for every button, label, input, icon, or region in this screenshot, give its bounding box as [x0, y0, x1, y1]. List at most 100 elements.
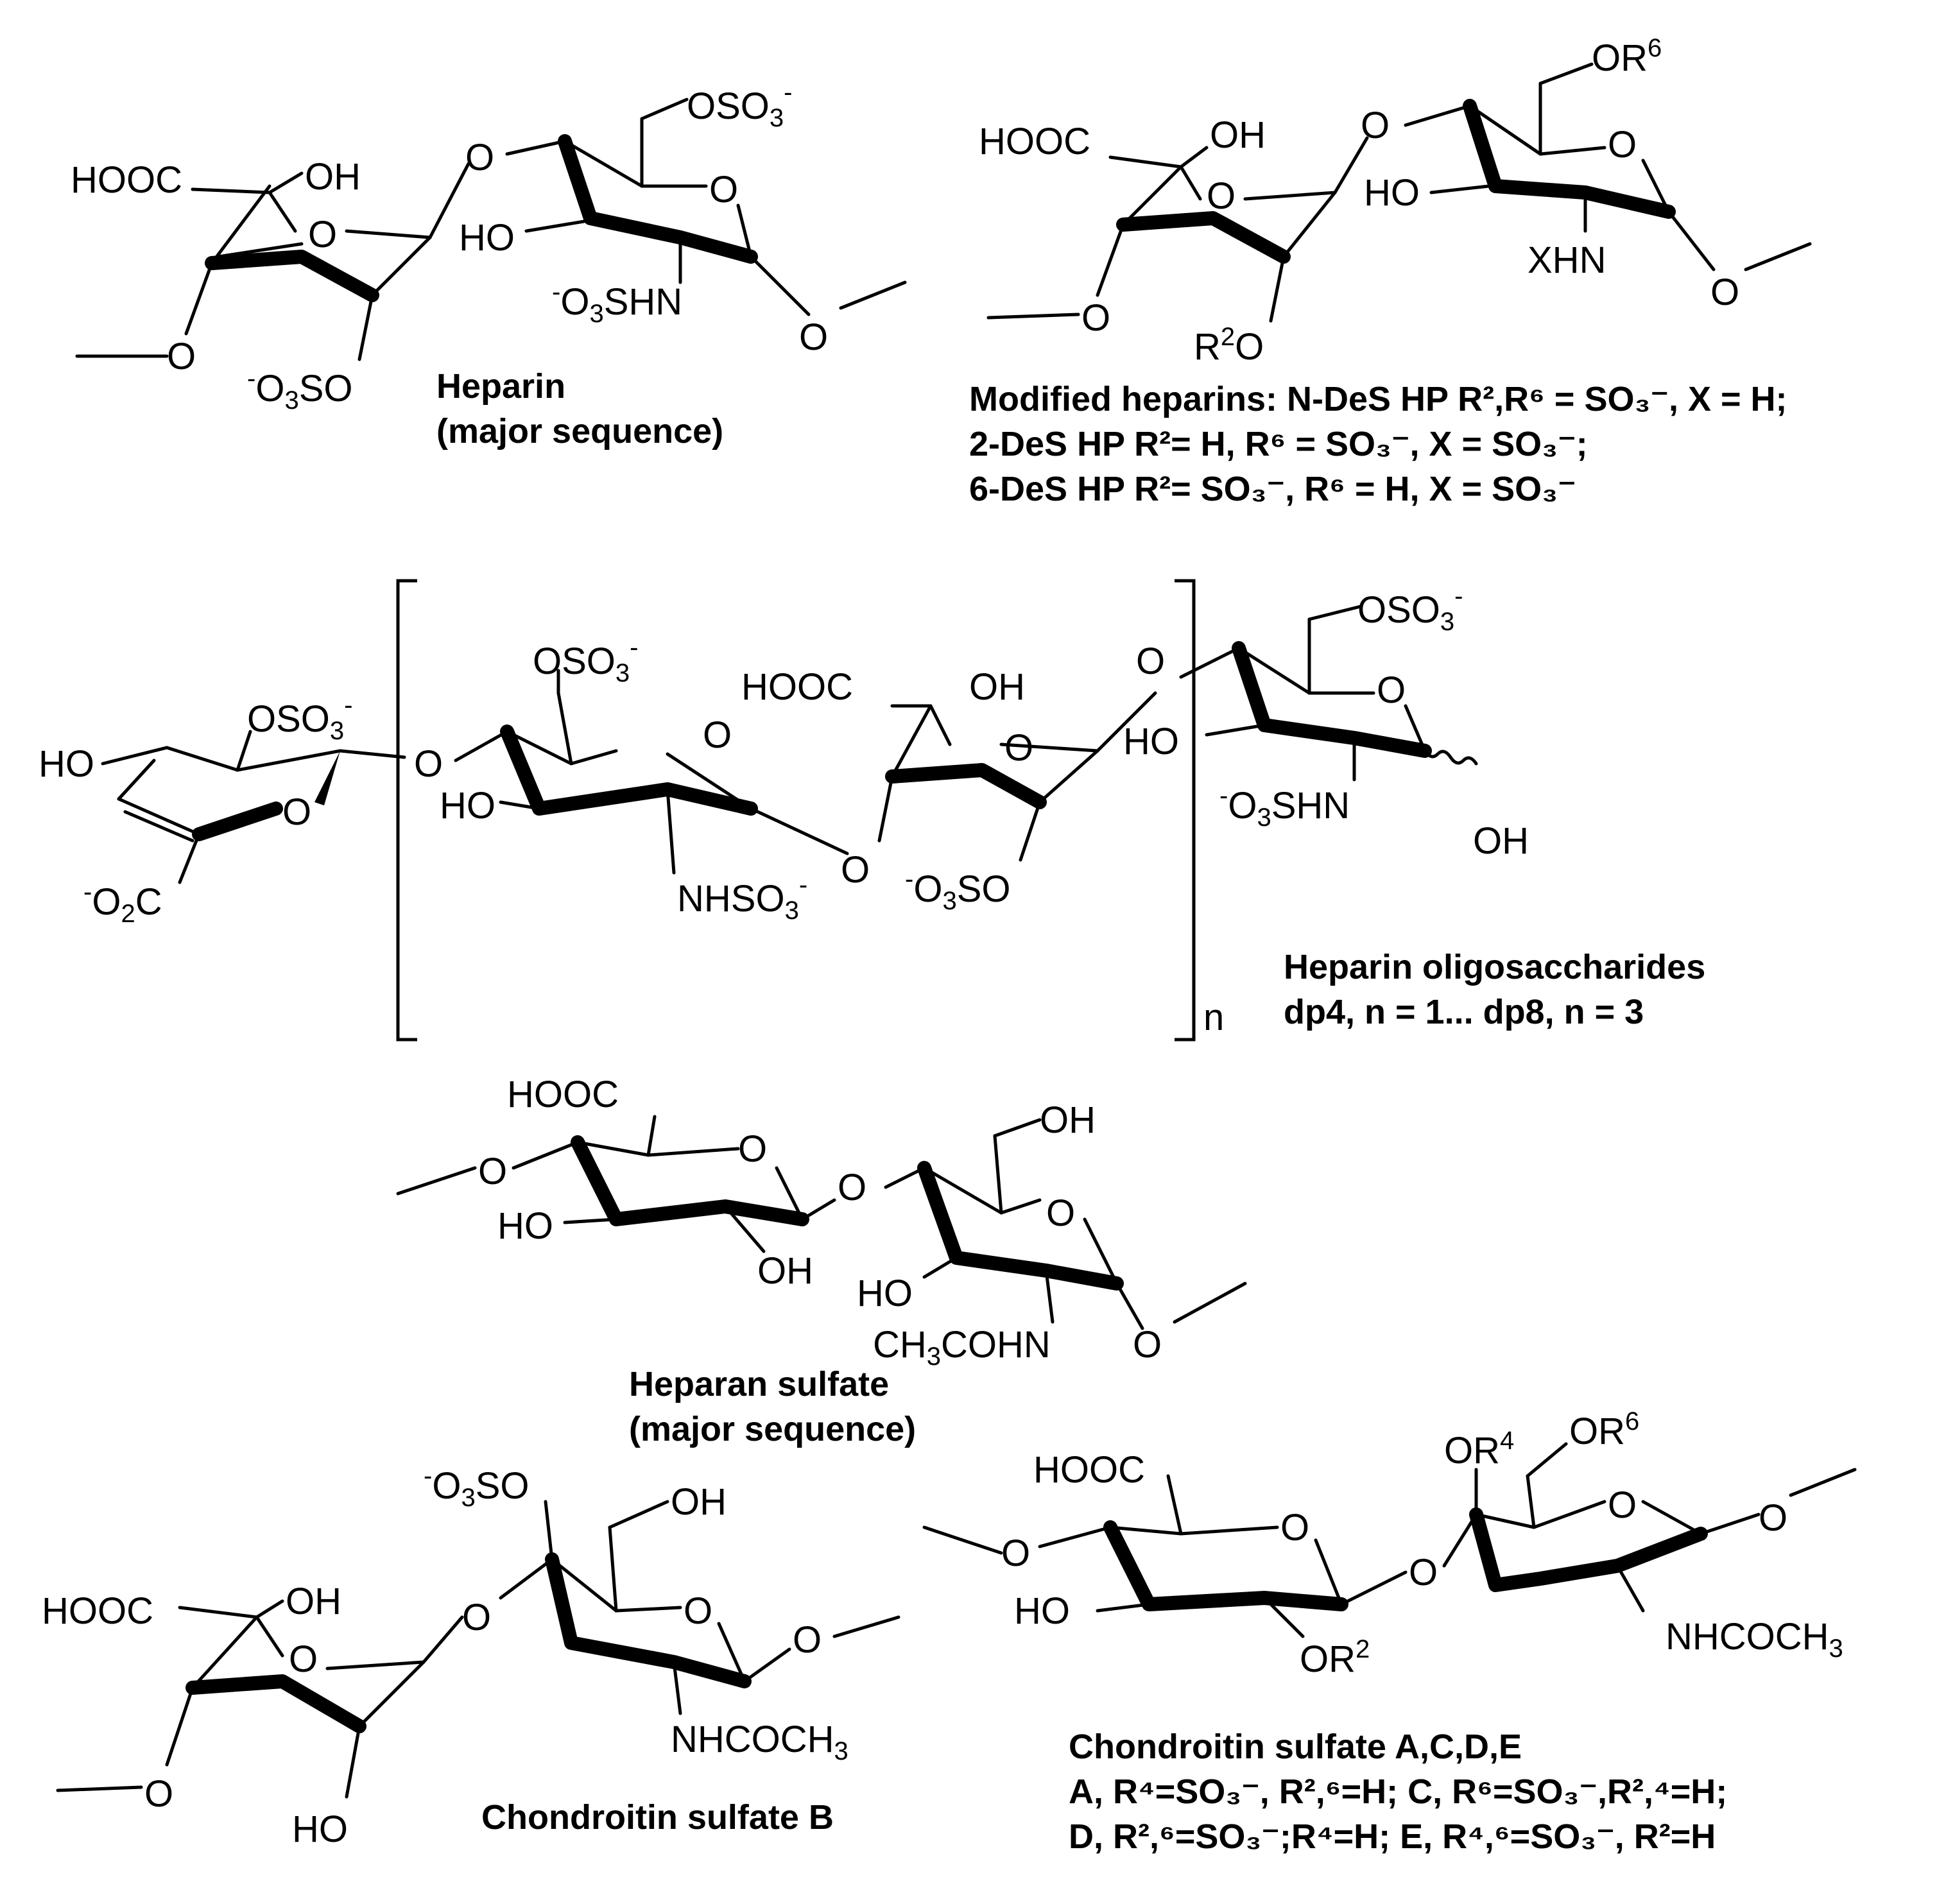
csb-hooc: HOOC	[42, 1590, 153, 1632]
csb-sulfo-minus: -	[424, 1462, 432, 1490]
heparan-nac-sub: 3	[927, 1342, 941, 1371]
oligo-hooc: HOOC	[741, 666, 853, 708]
heparan-link-right: O	[1133, 1324, 1162, 1366]
oligo-oso3-a-text: OSO	[247, 698, 330, 740]
csb-nac-sub: 3	[834, 1737, 848, 1765]
heparan-link-left: O	[478, 1151, 507, 1192]
modified-oh-label: OH	[1210, 114, 1266, 156]
oligo-link-o-a: O	[414, 743, 443, 785]
csb-oh: OH	[286, 1581, 341, 1622]
oligo-oso3-d: OSO3-	[1357, 582, 1463, 636]
heparan-caption-1: Heparan sulfate	[629, 1365, 889, 1403]
heparin-link-o2: O	[799, 316, 828, 358]
heparin-nhs-label: -O3SHN	[552, 278, 682, 328]
csa-or2-text: OR	[1300, 1638, 1356, 1680]
oligo-ring-o-c: O	[1004, 727, 1033, 769]
modified-r2-o: O	[1235, 326, 1264, 368]
heparan-nac: CH3COHN	[873, 1324, 1051, 1371]
heparin-link-o1: O	[167, 336, 196, 377]
oligo-caption-1: Heparin oligosaccharides	[1284, 948, 1705, 986]
oligo-ring-o-b: O	[703, 714, 732, 756]
heparin-oso3-minus: -	[784, 78, 792, 107]
heparan-hooc: HOOC	[507, 1074, 619, 1115]
modified-xhn-label: XHN	[1528, 239, 1606, 281]
csb-nac: NHCOCH3	[671, 1719, 848, 1765]
modified-hooc-label: HOOC	[979, 121, 1090, 162]
oligo-oso3-a-minus: -	[344, 691, 352, 719]
heparin-caption-1: Heparin	[436, 367, 565, 406]
csa-link-left: O	[1001, 1532, 1030, 1574]
heparin-sulfo-o: O	[255, 368, 284, 409]
csa-ho: HO	[1014, 1590, 1070, 1632]
oligo-oso3-d-text: OSO	[1357, 589, 1440, 631]
oligo-ho-b: HO	[440, 785, 495, 827]
heparin-ring-o2: O	[709, 169, 738, 210]
oligo-sulfo-c: -O3SO	[905, 865, 1011, 915]
csb-nac-text: NHCOCH	[671, 1719, 834, 1760]
modified-ho-label: HO	[1364, 172, 1420, 214]
csb-link-right: O	[793, 1619, 822, 1661]
csa-or2-sup: 2	[1356, 1635, 1370, 1663]
csb-glyco-o: O	[462, 1597, 491, 1638]
heparan-nac-rest: COHN	[941, 1324, 1051, 1366]
oligo-sulfo-c-so: SO	[957, 868, 1011, 910]
csa-or4: OR4	[1444, 1427, 1514, 1471]
csa-glyco-o: O	[1409, 1552, 1438, 1593]
heparin-glyco-o: O	[465, 137, 494, 178]
oligo-link-o-b: O	[841, 849, 870, 891]
csa-or6: OR6	[1569, 1407, 1639, 1452]
oligo-nhso3-text: NHSO	[677, 878, 785, 920]
csa-or6-sup: 6	[1625, 1407, 1639, 1436]
modified-glyco-o: O	[1361, 105, 1390, 146]
heparin-nhs-o: O	[560, 281, 589, 323]
csb-sulfo-sub: 3	[461, 1484, 475, 1512]
oligo-co2-sub: 2	[121, 900, 135, 928]
csa-ring-o1: O	[1280, 1507, 1309, 1548]
oligo-oso3-d-minus: -	[1454, 582, 1463, 610]
heparin-ho-label: HO	[459, 217, 515, 259]
oligo-oso3-d-sub: 3	[1440, 608, 1454, 636]
csb-ring-o2: O	[684, 1590, 712, 1632]
chondroitin-sulfate-b-structure: HOOC OH O O HO O -O3SO OH O NHCOCH3 O Ch…	[42, 1462, 900, 1850]
csa-nac-text: NHCOCH	[1666, 1616, 1829, 1658]
csa-hooc: HOOC	[1033, 1449, 1145, 1491]
heparan-ho-2: HO	[857, 1273, 913, 1314]
csb-sulfo: -O3SO	[424, 1462, 530, 1512]
csb-oh-ch2: OH	[671, 1481, 727, 1523]
oligo-oh-end: OH	[1473, 820, 1529, 862]
oligo-caption-2: dp4, n = 1... dp8, n = 3	[1284, 993, 1644, 1031]
csb-ring-o1: O	[289, 1638, 318, 1680]
heparin-oso3-text: OSO	[687, 85, 770, 127]
oligo-co2-label: -O2C	[83, 878, 162, 928]
oligo-nhso3-minus: -	[799, 871, 807, 899]
modified-heparins-structure: HOOC OH O O R2O O OR6 O HO XHN O Modifie…	[969, 34, 1812, 508]
oligo-link-o-c: O	[1136, 640, 1165, 682]
csa-or4-text: OR	[1444, 1430, 1500, 1471]
heparin-oh-label: OH	[305, 156, 361, 198]
csb-ho: HO	[292, 1808, 348, 1850]
heparin-oligosaccharides-structure: HO OSO3- O -O2C O OSO3- O HO NHSO3- O HO…	[39, 579, 1705, 1042]
csa-caption-2: A, R⁴=SO₃⁻, R²,⁶=H; C, R⁶=SO₃⁻,R²,⁴=H;	[1069, 1772, 1727, 1811]
modified-r2o-label: R2O	[1194, 323, 1264, 368]
oligo-sulfo-c-sub: 3	[942, 887, 956, 915]
heparan-sulfate-structure: HOOC O O HO OH O OH O HO CH3COHN O Hepar…	[396, 1074, 1247, 1448]
heparan-nac-ch: CH	[873, 1324, 927, 1366]
oligo-oso3-a: OSO3-	[247, 691, 353, 745]
csa-nac-sub: 3	[1829, 1634, 1843, 1663]
oligo-oso3-b: OSO3-	[533, 633, 639, 687]
csa-nac: NHCOCH3	[1666, 1616, 1843, 1663]
heparin-nhs-sub: 3	[589, 300, 603, 328]
oligo-co2-c: C	[135, 881, 162, 923]
heparin-oso3-label: OSO3-	[687, 78, 793, 132]
heparin-nhs-minus: -	[552, 278, 560, 306]
heparin-structure: HOOC OH O O -O3SO O OSO3- O HO -O3SHN O …	[71, 78, 907, 450]
modified-ring-o1: O	[1207, 175, 1236, 217]
oligo-ho-d: HO	[1123, 721, 1179, 762]
csa-ring-o2: O	[1608, 1484, 1637, 1526]
chondroitin-sulfate-acde-structure: HOOC O O HO OR2 O OR4 OR6 O NHCOCH3 O Ch…	[922, 1407, 1857, 1856]
modified-ring-o2: O	[1608, 124, 1637, 166]
csa-caption-1: Chondroitin sulfate A,C,D,E	[1069, 1728, 1522, 1766]
csa-link-right: O	[1759, 1497, 1787, 1539]
oligo-ring-o-a: O	[282, 791, 311, 833]
